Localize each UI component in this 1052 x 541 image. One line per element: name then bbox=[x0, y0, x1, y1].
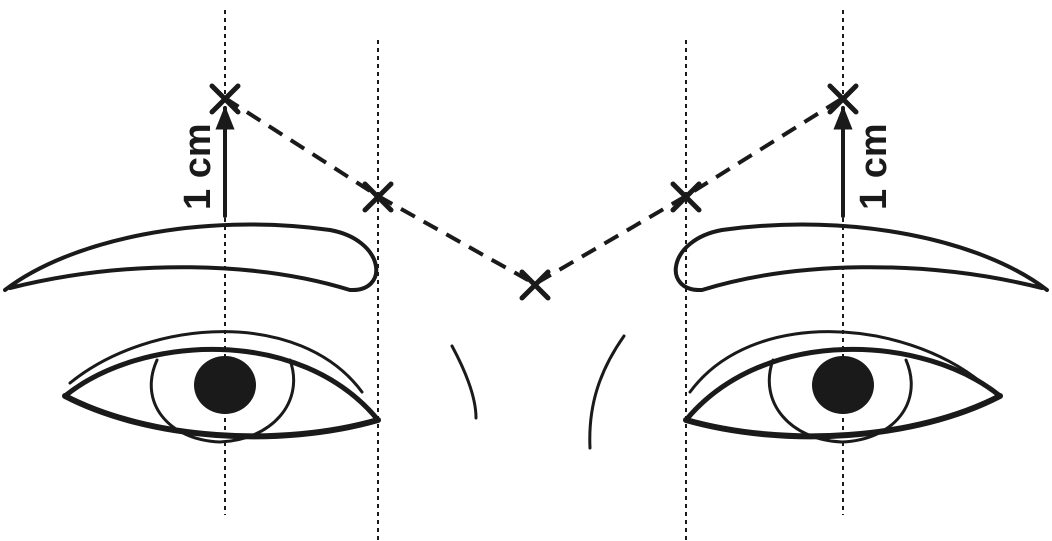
pupil-right bbox=[812, 356, 874, 414]
x-mark-center bbox=[522, 272, 548, 298]
eyebrow-left bbox=[5, 225, 376, 291]
nose-line-right bbox=[590, 336, 624, 448]
eye-left bbox=[65, 332, 378, 442]
eyebrow-right bbox=[676, 225, 1047, 291]
nose-line-left bbox=[452, 346, 476, 418]
measurement-label-left: 1 cm bbox=[177, 123, 219, 210]
pupil-left bbox=[194, 356, 256, 414]
eye-right bbox=[686, 332, 1000, 442]
measurement-label-right: 1 cm bbox=[853, 123, 895, 210]
dashed-connection-line bbox=[225, 98, 843, 284]
